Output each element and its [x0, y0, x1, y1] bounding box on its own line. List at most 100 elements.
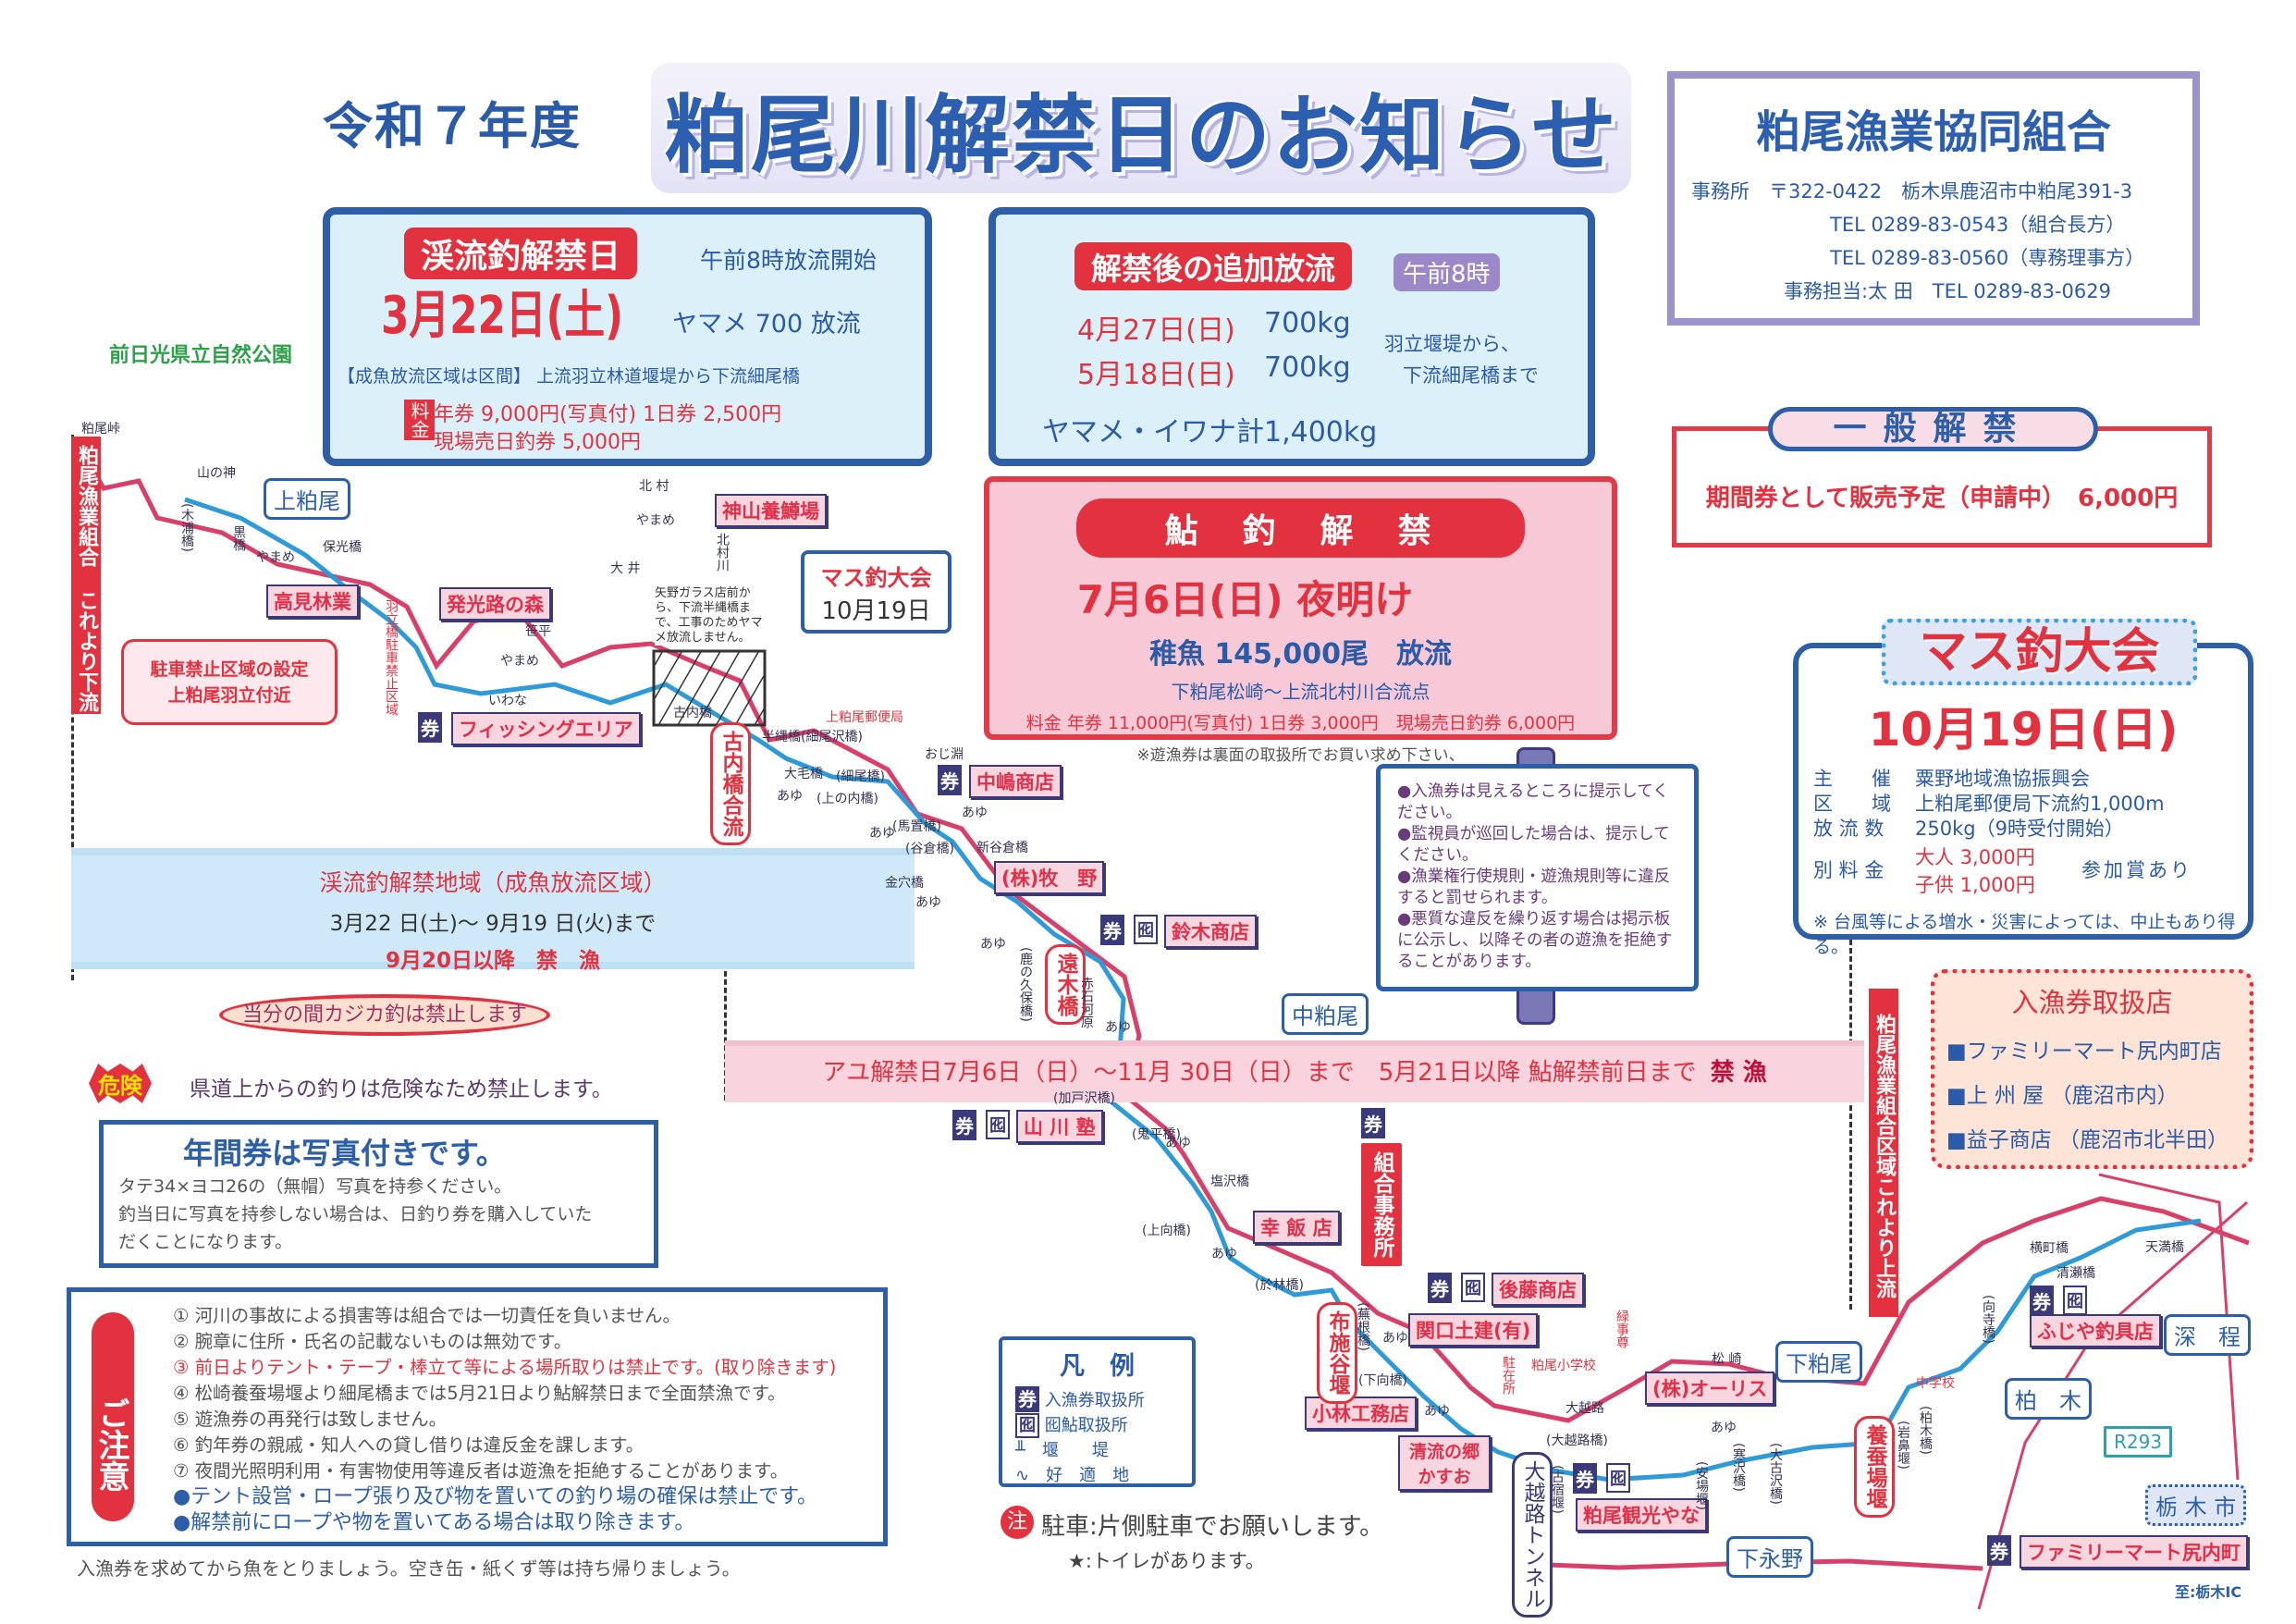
- footer-note: 入漁券を求めてから魚をとりましょう。空き缶・紙くず等は持ち帰りましょう。: [77, 1557, 741, 1580]
- map-place-name: 笹平: [525, 624, 551, 639]
- decoy-icon: 囮: [2063, 1286, 2087, 1315]
- weir-label: 養蚕場堰: [1854, 1416, 1895, 1518]
- road-line: [74, 439, 2250, 1423]
- legend-title: 凡 例: [1060, 1352, 1135, 1381]
- shop-label[interactable]: (株)オーリス: [1645, 1372, 1775, 1405]
- map-place-name: (向寺橋): [1981, 1295, 1995, 1344]
- ticket-icon: 券: [1573, 1463, 1597, 1494]
- weir-label: 大越路トンネル: [1512, 1452, 1553, 1618]
- map-place-name: 粕尾小学校: [1531, 1359, 1596, 1373]
- place-label[interactable]: 柏 木: [2005, 1378, 2092, 1420]
- annual-line: 釣当日に写真を持参しない場合は、日釣り券を購入していた: [118, 1204, 593, 1224]
- place-label[interactable]: R293: [2104, 1426, 2173, 1458]
- masu-row-label: 区 域: [1813, 793, 1891, 815]
- place-label[interactable]: 中粕尾: [1282, 993, 1369, 1035]
- shop-label[interactable]: ファミリーマート尻内町: [2020, 1535, 2248, 1569]
- masu-small-title: マス釣大会: [820, 565, 932, 591]
- shop-label[interactable]: 後藤商店: [1492, 1273, 1584, 1306]
- ayu-spot-label: あゆ: [1105, 1020, 1131, 1035]
- shop-label[interactable]: 中嶋商店: [969, 765, 1062, 798]
- ticket-icon: 券: [1100, 915, 1124, 945]
- keiryu-badge: 渓流釣解禁日: [404, 228, 638, 279]
- map-place-name: 大越路: [1565, 1401, 1604, 1416]
- keiryu-area: 【成魚放流区域は区間】 上流羽立林道堰堤から下流細尾橋: [338, 366, 801, 387]
- sign-rule: ●監視員が巡回した場合は、提示してください。: [1397, 825, 1670, 865]
- park-label: 前日光県立自然公園: [109, 344, 293, 367]
- shop-label[interactable]: 神山養鱒場: [715, 494, 827, 527]
- general-opening-box: 期間券として販売予定（申請中） 6,000円: [1672, 426, 2212, 547]
- weir-label: 古内橋合流: [710, 722, 751, 845]
- decoy-icon: 囮: [1134, 915, 1158, 944]
- keiryu-fee-1: 年券 9,000円(写真付) 1日券 2,500円: [434, 403, 782, 426]
- place-label[interactable]: 下粕尾: [1775, 1341, 1862, 1383]
- shop-label[interactable]: 山 川 塾: [1016, 1110, 1103, 1143]
- place-label[interactable]: 栃 木 市: [2145, 1484, 2247, 1526]
- caution-item: ⑥ 釣年券の親戚・知人への貸し借りは違反金を課します。: [173, 1434, 645, 1456]
- construction-hatched-area: [652, 649, 767, 727]
- shop-label[interactable]: 粕尾観光やな: [1576, 1498, 1707, 1532]
- ticket-icon: 券: [1361, 1108, 1385, 1138]
- keiryu-zone-title: 渓流釣解禁地域（成魚放流区域）: [319, 869, 667, 896]
- map-place-name: (木浦橋): [179, 503, 194, 552]
- additional-area-2: 下流細尾橋まで: [1403, 364, 1539, 387]
- place-label[interactable]: 深 程: [2164, 1314, 2251, 1356]
- ayu-opening-box: 鮎 釣 解 禁 7月6日(日) 夜明け 稚魚 145,000尾 放流 下粕尾松崎…: [984, 476, 1617, 765]
- ticket-icon: 券: [952, 1110, 976, 1140]
- legend-item: 券 入漁券取扱所: [1015, 1386, 1179, 1413]
- map-place-name: (蕪根橋): [1356, 1302, 1370, 1351]
- map-place-name: やまめ: [500, 654, 539, 669]
- map-place-name: 横町橋: [2030, 1241, 2069, 1256]
- map-place-name: 北村川: [715, 533, 730, 572]
- place-label[interactable]: 下永野: [1726, 1536, 1813, 1578]
- parking-ban-line: 駐車禁止区域の設定: [150, 659, 309, 680]
- additional-date-1: 4月27日(日): [1077, 314, 1235, 347]
- keiryu-fee-label: 料金: [404, 400, 435, 440]
- ayu-spot-label: あゆ: [980, 937, 1006, 952]
- shop-label[interactable]: フィッシングエリア: [451, 712, 641, 745]
- additional-time: 午前8時: [1394, 253, 1500, 291]
- map-place-name: 清瀬橋: [2057, 1266, 2095, 1281]
- ticket-icon: 券: [2030, 1286, 2054, 1316]
- shop-label[interactable]: 小林工務店: [1305, 1396, 1417, 1430]
- additional-amount-1: 700kg: [1264, 307, 1351, 339]
- map-place-name: (鹿の久保橋): [1018, 947, 1033, 1022]
- shop-label[interactable]: ふじや釣具店: [2030, 1314, 2161, 1347]
- keiryu-opening-box: 渓流釣解禁日 午前8時放流開始 3月22日(土) ヤマメ 700 放流 【成魚放…: [323, 207, 932, 466]
- shop-label[interactable]: 発光路の森: [439, 587, 551, 621]
- ayu-spot-label: あゆ: [1165, 1136, 1191, 1150]
- legend-item: 囮 囮鮎取扱所: [1015, 1413, 1179, 1438]
- map-place-name: (於林橋): [1255, 1278, 1304, 1293]
- page-title: 粕尾川解禁日のお知らせ: [651, 63, 1632, 193]
- masu-prize: 参加賞あり: [2081, 859, 2192, 881]
- ticket-icon: 券: [418, 712, 442, 743]
- shop-label[interactable]: 関口土建(有): [1408, 1313, 1539, 1347]
- decoy-icon: 囮: [986, 1110, 1010, 1139]
- shop-label[interactable]: 高見林業: [266, 584, 359, 618]
- map-place-name: (上の内橋): [816, 792, 878, 806]
- additional-badge: 解禁後の追加放流: [1074, 242, 1352, 290]
- masu-small-box: マス釣大会 10月19日: [801, 550, 952, 634]
- keiryu-release: ヤマメ 700 放流: [672, 310, 861, 338]
- shop-label[interactable]: 清流の郷 かすお: [1398, 1435, 1491, 1491]
- shop-label[interactable]: 幸 飯 店: [1253, 1211, 1340, 1244]
- map-place-name: 北 村: [639, 479, 669, 494]
- place-label[interactable]: 上粕尾: [264, 478, 350, 520]
- map-place-name: 緑事尊: [1615, 1310, 1629, 1348]
- additional-total: 計1,400kg: [1236, 416, 1378, 449]
- masu-date: 10月19日(日): [1868, 703, 2179, 757]
- map-place-name: (下向橋): [1358, 1373, 1407, 1388]
- annual-ticket-box: 年間券は写真付きです。 タテ34×ヨコ26の（無帽）写真を持参ください。 釣当日…: [99, 1120, 658, 1268]
- legend-label: 好 適 地: [1046, 1466, 1130, 1485]
- masu-row: 区 域上粕尾郵便局下流約1,000m: [1813, 792, 2248, 817]
- masu-row-label: 主 催: [1813, 768, 1891, 790]
- shop-label[interactable]: (株)牧 野: [994, 861, 1105, 894]
- keiryu-zone-period: 3月22 日(土)～ 9月19 日(火)まで: [329, 912, 657, 936]
- general-text: 期間券として販売予定（申請中） 6,000円: [1705, 485, 2179, 512]
- map-place-name: 新谷倉橋: [976, 841, 1028, 855]
- shop-label[interactable]: 鈴木商店: [1164, 915, 1257, 948]
- legend-label: 堰 堤: [1041, 1441, 1109, 1460]
- ayu-zone-period: アユ解禁日7月6日（日）～11月 30日（日）まで 5月21日以降 鮎解禁前日ま…: [822, 1059, 1697, 1087]
- legend-label: 入漁券取扱所: [1044, 1391, 1145, 1410]
- general-badge: 一般解禁: [1768, 407, 2098, 451]
- org-contact: 事務担当:太 田 TEL 0289-83-0629: [1784, 280, 2111, 302]
